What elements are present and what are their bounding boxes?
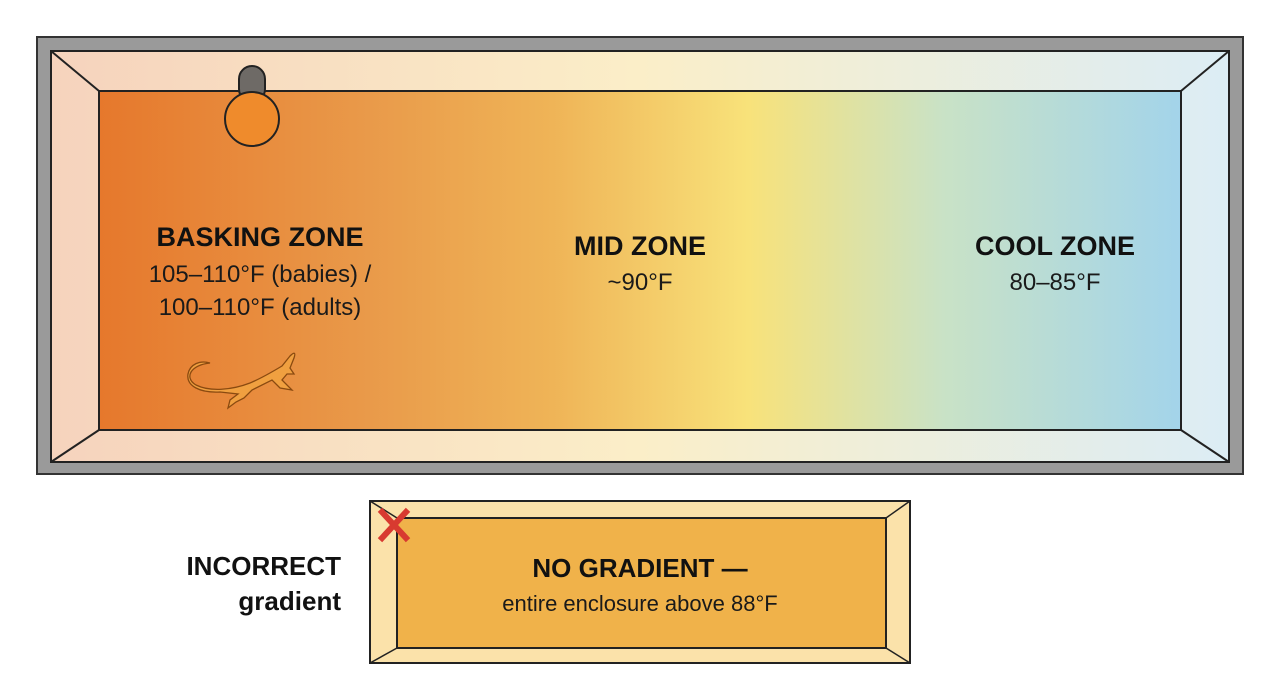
incorrect-subtitle: entire enclosure above 88°F [502, 591, 777, 616]
zone-title: COOL ZONE [975, 231, 1135, 261]
zone-mid: MID ZONE ~90°F [574, 231, 706, 296]
zone-temp: ~90°F [608, 269, 673, 296]
zone-temp: 100–110°F (adults) [159, 294, 362, 321]
zone-title: BASKING ZONE [156, 222, 363, 252]
svg-text:INCORRECT: INCORRECT [186, 551, 341, 581]
incorrect-enclosure: NO GRADIENT — entire enclosure above 88°… [369, 500, 911, 664]
zone-title: MID ZONE [574, 231, 706, 261]
incorrect-title: NO GRADIENT — [532, 553, 747, 583]
zone-temp: 80–85°F [1010, 269, 1101, 296]
heat-lamp-icon [224, 65, 280, 147]
zone-cool: COOL ZONE 80–85°F [975, 231, 1135, 296]
zone-temp: 105–110°F (babies) / [149, 261, 372, 288]
bearded-dragon-icon [187, 352, 296, 410]
incorrect-label: INCORRECT gradient [186, 551, 341, 616]
svg-text:gradient: gradient [238, 586, 341, 616]
zone-basking: BASKING ZONE 105–110°F (babies) / 100–11… [149, 222, 372, 321]
correct-enclosure: BASKING ZONE 105–110°F (babies) / 100–11… [36, 36, 1244, 475]
red-x-icon [377, 507, 411, 543]
